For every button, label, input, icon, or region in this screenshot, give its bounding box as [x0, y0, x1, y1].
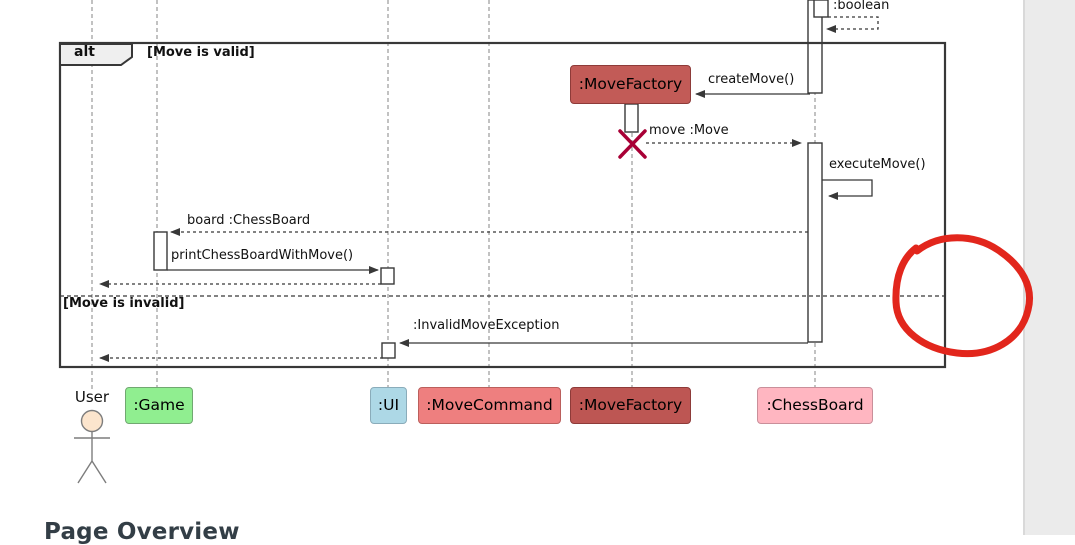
participant-game: :Game: [125, 387, 193, 424]
activation-chessboard-main: [807, 142, 823, 343]
activation-game: [153, 231, 168, 271]
message-invalid-move-exception: :InvalidMoveException: [413, 318, 560, 333]
participant-user-label: User: [74, 388, 110, 406]
message-create-move: createMove(): [708, 72, 795, 87]
message-execute-move: executeMove(): [829, 157, 926, 172]
message-move-return: move :Move: [649, 123, 729, 138]
activation-ui-1: [380, 267, 395, 285]
message-boolean-return: :boolean: [833, 0, 890, 13]
activation-ui-2: [381, 342, 396, 359]
message-arrows: [99, 16, 879, 362]
stick-figure-icon: [74, 409, 110, 484]
participant-chessboard: :ChessBoard: [757, 387, 873, 424]
destroy-x-icon: [618, 129, 647, 159]
guard-move-is-valid: [Move is valid]: [147, 45, 255, 60]
page-heading: Page Overview: [44, 519, 240, 545]
activation-chessboard-top: [807, 0, 823, 94]
right-gray-panel: [1023, 0, 1075, 535]
activation-movefactory: [624, 103, 639, 133]
message-board-return: board :ChessBoard: [187, 213, 311, 228]
arrow-boolean-return: [826, 16, 879, 33]
actor-body: [74, 431, 110, 484]
guard-move-is-invalid: [Move is invalid]: [63, 296, 185, 311]
red-circle-annotation: [892, 234, 1033, 358]
alt-operator-label: alt: [74, 44, 95, 60]
alt-frame-border: [58, 41, 947, 369]
alt-operator-pentagon: [59, 43, 133, 66]
participant-ui: :UI: [370, 387, 407, 424]
participant-movecommand: :MoveCommand: [418, 387, 561, 424]
activation-bars: [153, 0, 829, 359]
created-participant-movefactory: :MoveFactory: [570, 65, 691, 104]
message-print-chessboard: printChessBoardWithMove(): [171, 248, 354, 263]
arrow-execute-move-self: [822, 179, 873, 200]
alt-fragment-frame: [58, 41, 947, 369]
participant-movefactory: :MoveFactory: [570, 387, 691, 424]
activation-boolean-selfcall: [813, 0, 829, 18]
